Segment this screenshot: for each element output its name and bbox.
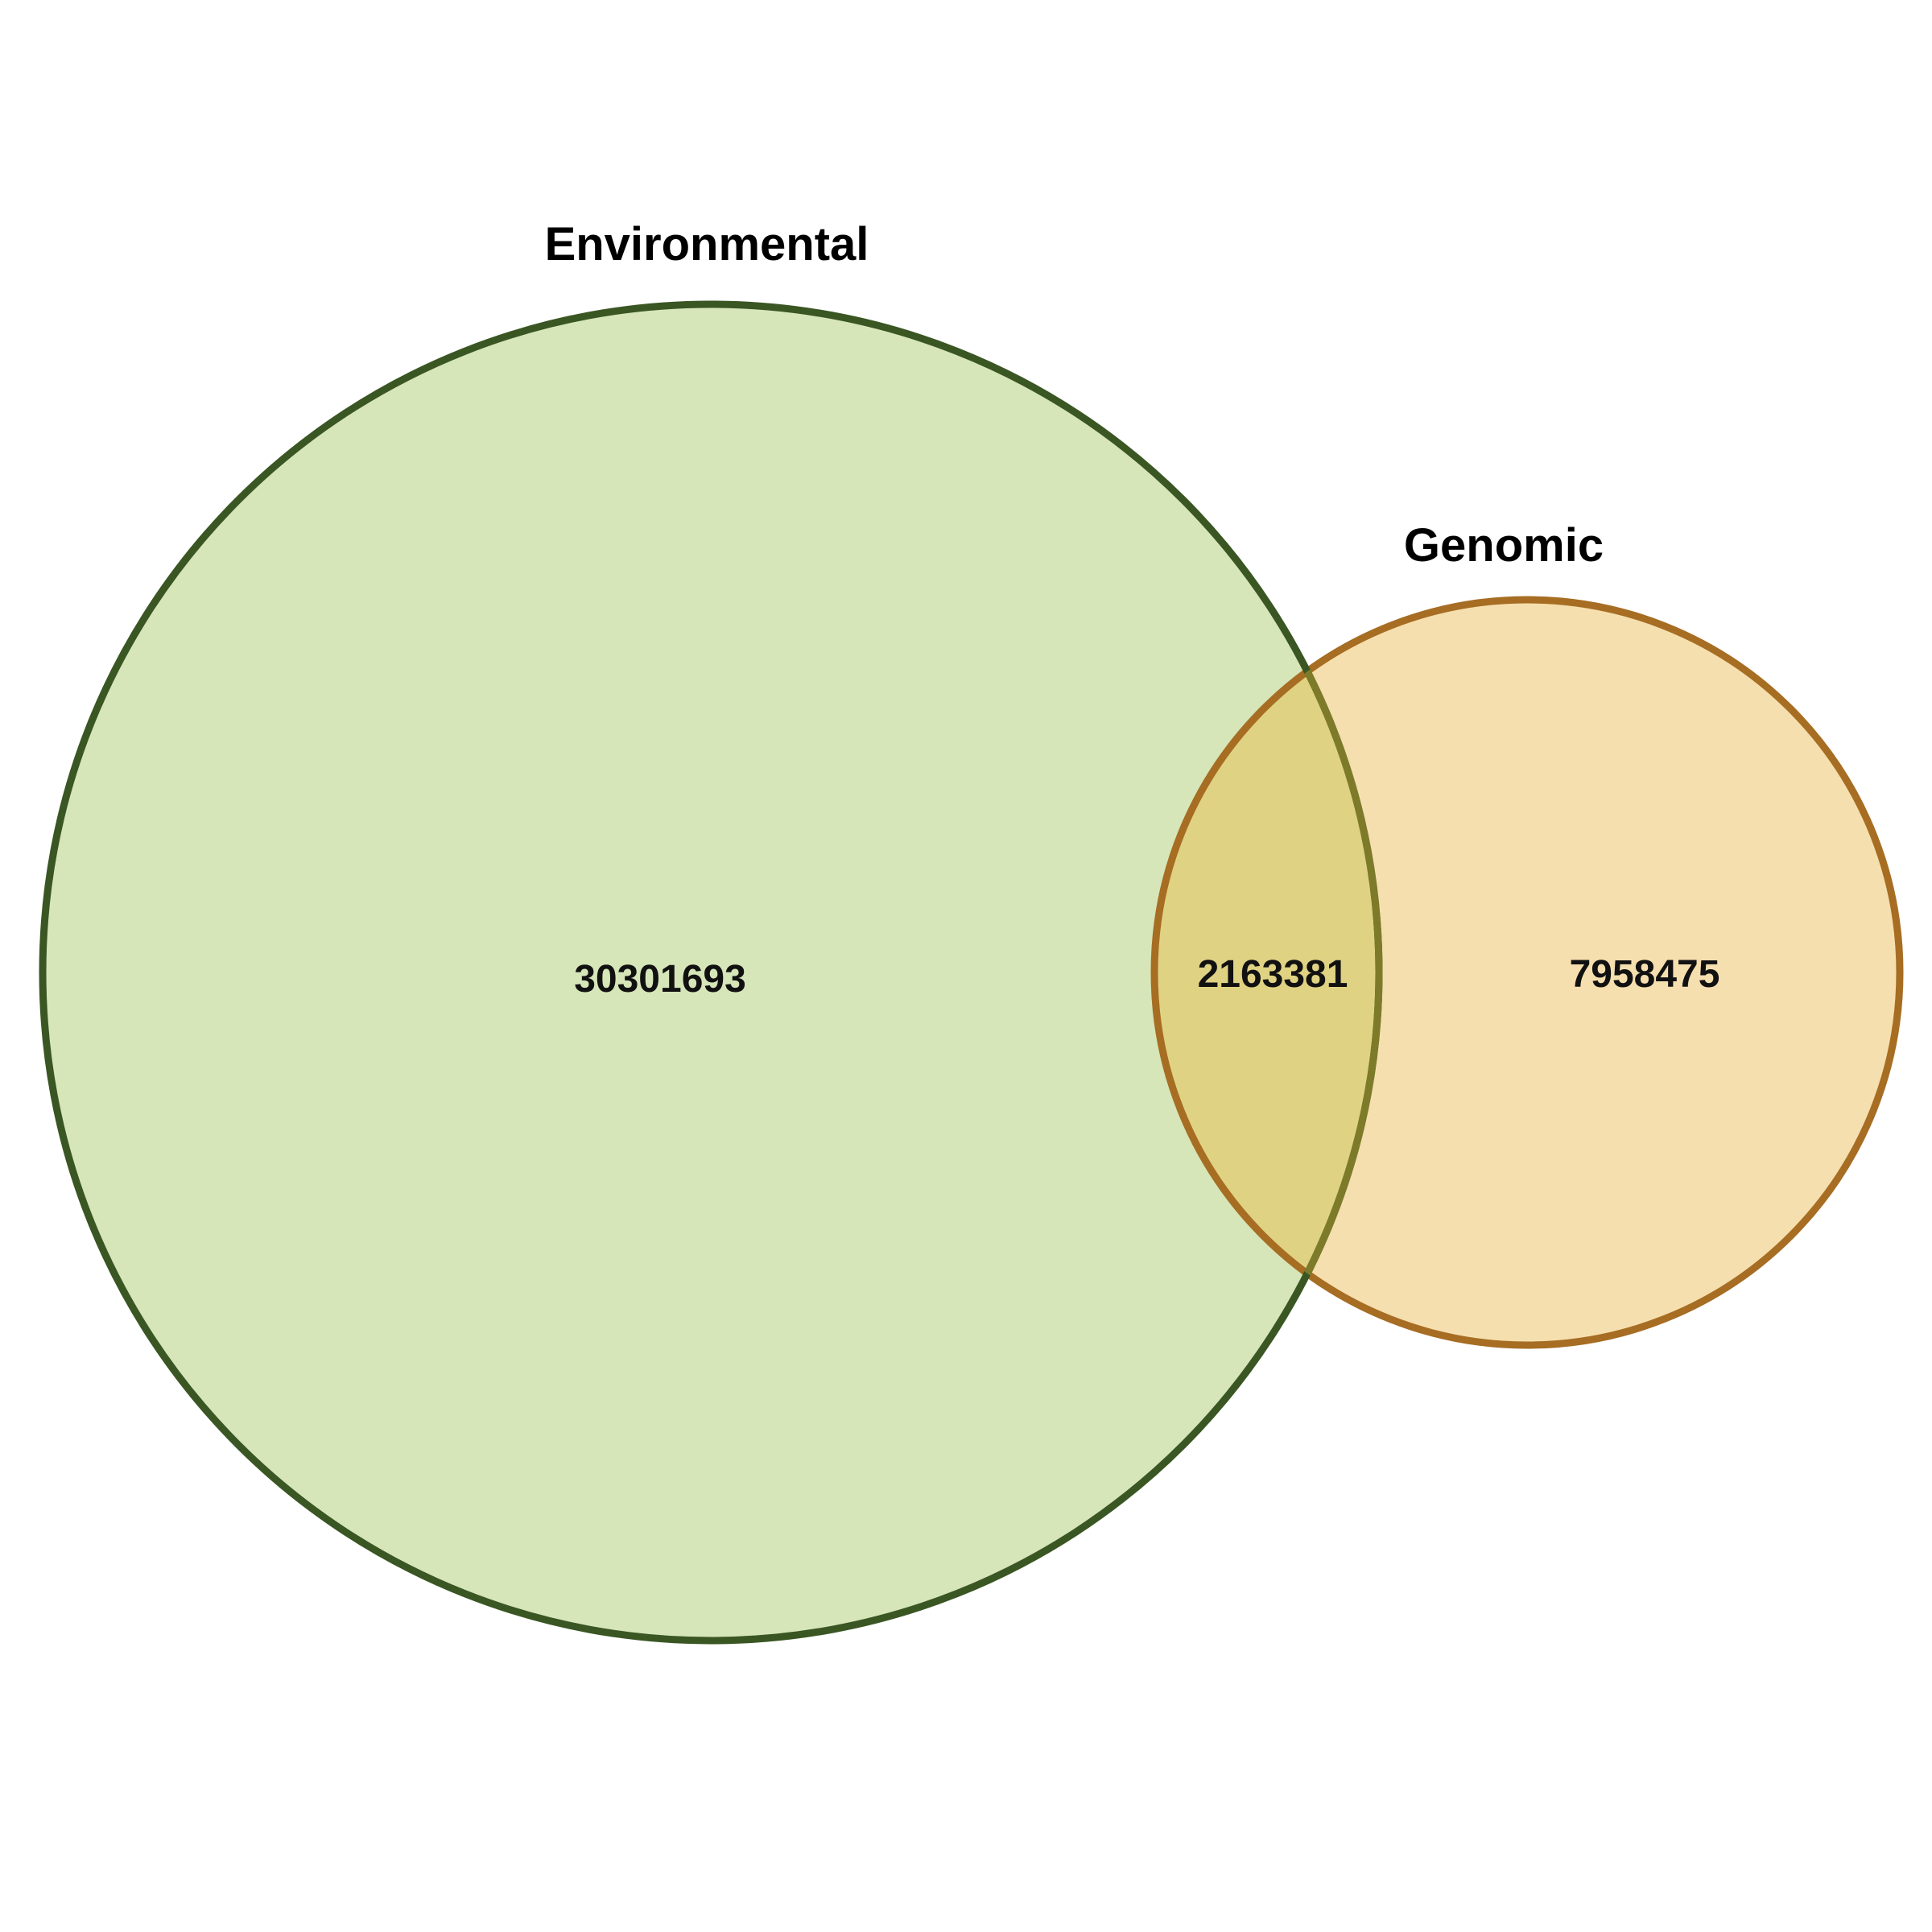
genomic-only-count: 7958475 <box>1570 953 1720 996</box>
environmental-only-count: 30301693 <box>574 958 746 1001</box>
genomic-set-outline <box>1150 596 1904 1349</box>
intersection-region <box>1154 600 1379 1345</box>
environmental-set-circle <box>43 304 1379 1641</box>
environmental-outline-overlap-segment <box>1154 600 1383 1345</box>
genomic-set-label: Genomic <box>1404 519 1604 572</box>
environmental-set-label: Environmental <box>545 218 869 270</box>
intersection-count: 2163381 <box>1198 953 1348 996</box>
